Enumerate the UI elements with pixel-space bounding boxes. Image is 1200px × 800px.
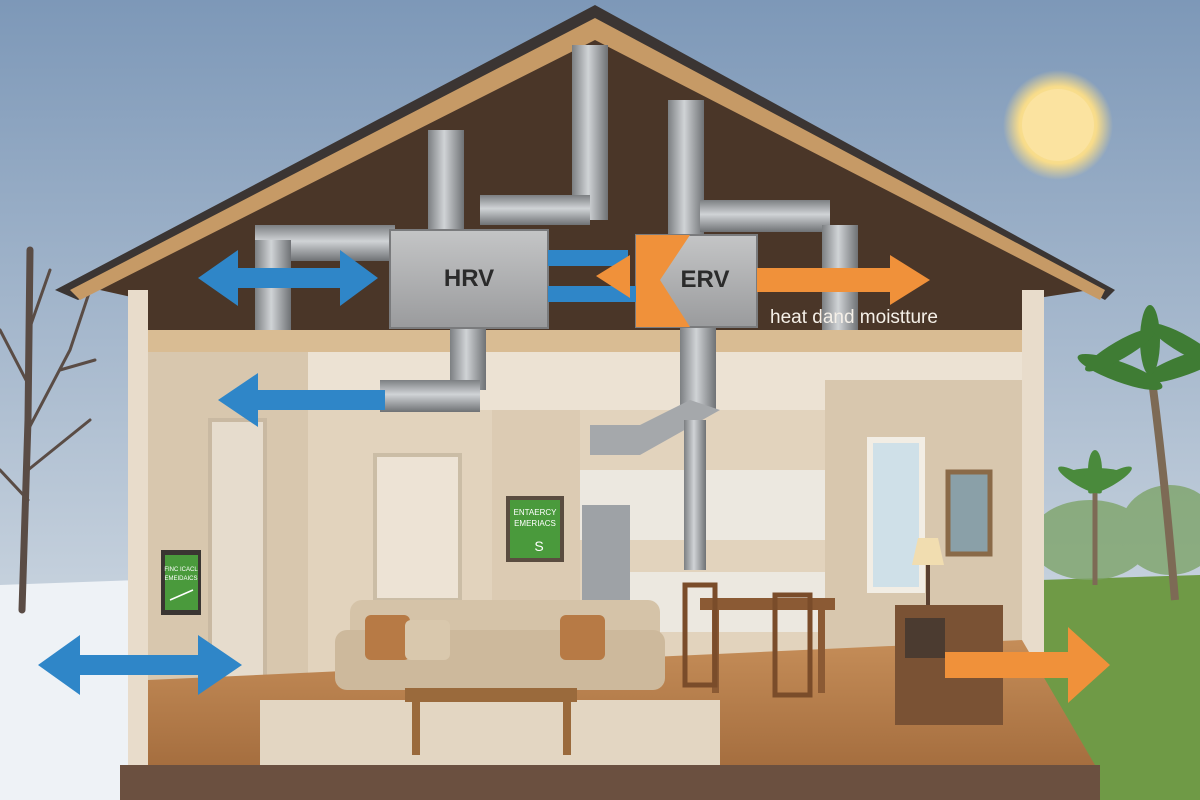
ceiling-supply-arrow <box>218 373 385 427</box>
refrigerator <box>582 505 630 600</box>
door-back <box>373 453 462 602</box>
bare-tree <box>0 246 97 614</box>
hrv-unit: HRV <box>389 229 549 329</box>
blue-airflow-arrows <box>38 250 636 695</box>
snow-ground <box>0 580 140 800</box>
erv-label: ERV <box>681 266 730 293</box>
hrv-erv-link-lower <box>548 286 636 302</box>
coffee-table <box>405 688 577 755</box>
center-wall-sign: ENTAERCY EMERIACS S <box>506 496 564 562</box>
window <box>867 437 925 593</box>
center-sign-line2: EMERIACS <box>514 519 556 528</box>
outdoor-double-arrow <box>38 635 242 695</box>
left-outer-wall <box>128 290 148 770</box>
lamp <box>912 538 944 605</box>
center-sign-letter: S <box>534 538 543 554</box>
hrv-label: HRV <box>444 265 494 292</box>
attic-double-arrow <box>198 250 378 306</box>
distant-trees <box>1030 485 1200 580</box>
left-sign-line1: FINC ICACL <box>164 567 198 573</box>
attic-floor-beam <box>145 330 1025 352</box>
foundation <box>120 765 1100 800</box>
erv-unit: ERV <box>635 234 758 328</box>
erv-caption: heat dand moistture <box>770 307 938 328</box>
palm-tree <box>1058 305 1200 601</box>
erv-exhaust-arrow <box>757 255 930 305</box>
rug <box>260 700 720 765</box>
dining-table <box>682 582 835 698</box>
sofa <box>335 600 665 690</box>
erv-return-arrow <box>596 255 630 298</box>
indoor-exhaust-arrow <box>945 627 1110 703</box>
wall-picture <box>945 469 993 557</box>
center-sign-line1: ENTAERCY <box>514 508 558 517</box>
hrv-erv-link-upper <box>548 250 628 266</box>
ductwork <box>255 45 858 570</box>
left-sign-line2: EMEIDAICS <box>164 576 197 582</box>
left-wall-sign: FINC ICACL EMEIDAICS <box>161 550 201 615</box>
orange-airflow-arrows <box>596 255 1110 703</box>
